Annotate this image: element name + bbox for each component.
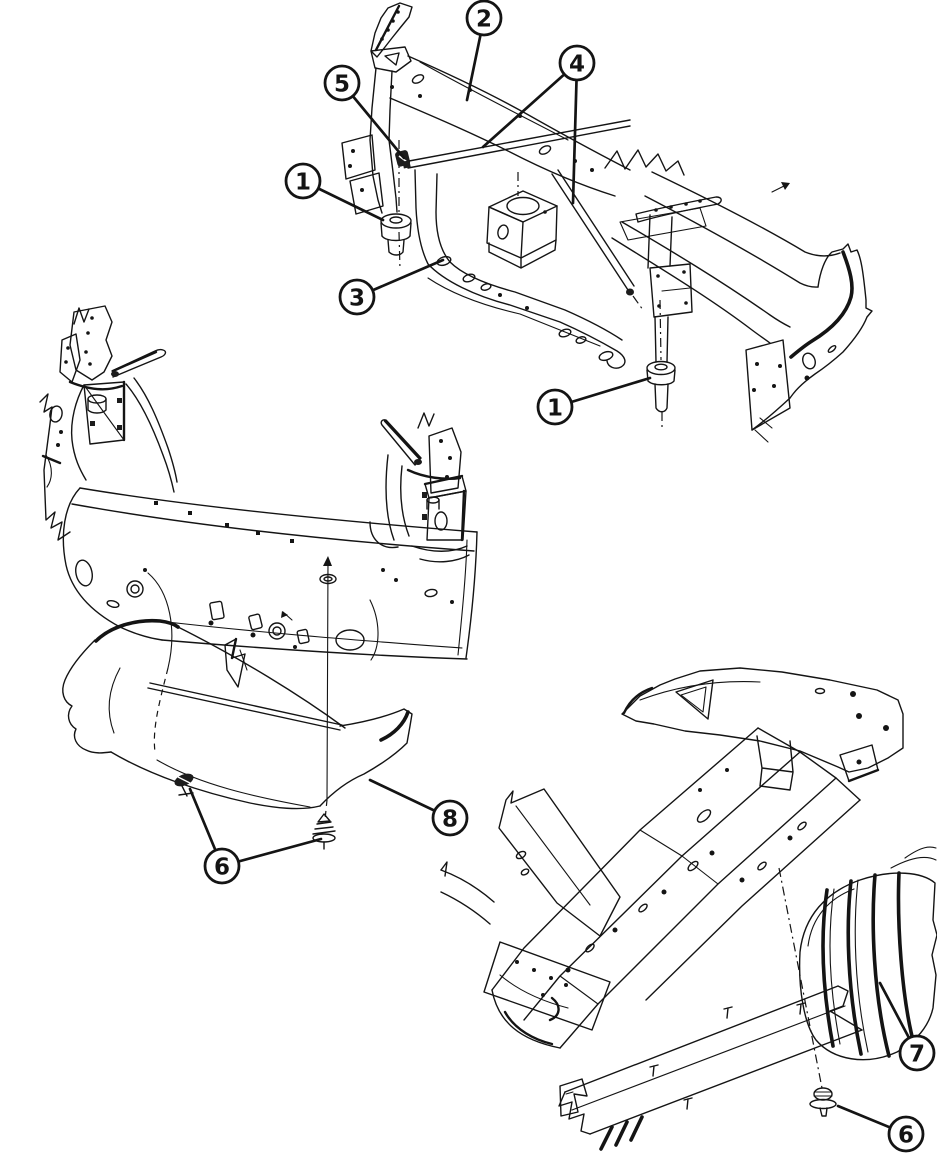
callout-6-left-circle bbox=[203, 847, 241, 885]
right-tower bbox=[369, 412, 470, 563]
callout-1-left-label: 1 bbox=[295, 169, 311, 195]
splash-shield bbox=[62, 572, 413, 810]
callout-7: 7 bbox=[878, 981, 936, 1072]
left-tower bbox=[59, 305, 178, 493]
callout-4-leader bbox=[481, 61, 579, 149]
callout-6-bottom-label: 6 bbox=[898, 1122, 914, 1148]
lower-rail bbox=[414, 169, 626, 369]
upper-radiator-support-assembly bbox=[341, 2, 873, 443]
frame-bracket bbox=[621, 667, 937, 869]
callout-3-label: 3 bbox=[349, 285, 365, 311]
push-pin-right bbox=[312, 813, 336, 850]
panel-clips bbox=[649, 1002, 806, 1110]
callout-2-circle bbox=[465, 0, 503, 37]
push-pin-bottom bbox=[778, 867, 837, 1117]
callout-8: 8 bbox=[368, 778, 469, 837]
callout-1-left-circle bbox=[284, 162, 322, 200]
callout-1-right-label: 1 bbox=[547, 395, 563, 421]
center-header-bracket bbox=[604, 149, 790, 241]
callout-8-label: 8 bbox=[442, 806, 458, 832]
center-mount-bracket bbox=[486, 172, 558, 269]
right-strut-rod bbox=[380, 419, 422, 466]
side-fragments bbox=[440, 788, 621, 1117]
center-pillar bbox=[647, 214, 693, 363]
upper-left-bracket bbox=[370, 2, 413, 73]
callout-4-label: 4 bbox=[569, 51, 585, 77]
callout-8-circle bbox=[431, 799, 469, 837]
left-body-fragment bbox=[39, 393, 71, 541]
callout-4: 4 bbox=[481, 44, 596, 205]
callout-7-circle bbox=[898, 1034, 936, 1072]
callout-4-leader bbox=[571, 61, 579, 205]
callout-3: 3 bbox=[338, 258, 445, 316]
callout-1-left: 1 bbox=[284, 162, 385, 222]
isolator-bushing-right bbox=[646, 360, 676, 430]
callout-6-left: 6 bbox=[188, 787, 323, 885]
callout-5-label: 5 bbox=[334, 71, 350, 97]
callout-3-circle bbox=[338, 278, 376, 316]
callout-layer: 2 4 5 1 3 1 6 8 7 6 bbox=[188, 0, 936, 1153]
callout-7-label: 7 bbox=[909, 1041, 925, 1067]
callout-6-left-label: 6 bbox=[214, 854, 230, 880]
right-rail-lines bbox=[611, 171, 841, 344]
support-strut-upper bbox=[402, 119, 631, 169]
callout-5: 5 bbox=[323, 64, 406, 160]
callout-5-circle bbox=[323, 64, 361, 102]
lower-crossmember-bottom-view bbox=[440, 667, 937, 1151]
right-frame-horn bbox=[745, 243, 873, 443]
callout-6-bottom: 6 bbox=[836, 1104, 925, 1153]
deflector-panel bbox=[558, 985, 863, 1151]
callout-6-bottom-circle bbox=[887, 1115, 925, 1153]
callout-2-label: 2 bbox=[476, 6, 492, 32]
isolator-bushing-left bbox=[380, 213, 412, 256]
lower-crossmember-front-view bbox=[39, 305, 478, 821]
left-strut-rod bbox=[111, 348, 167, 378]
support-strut-lower bbox=[551, 169, 644, 311]
left-pillar bbox=[341, 67, 401, 271]
crossmember-beam bbox=[62, 487, 478, 661]
fastener-drop-line bbox=[323, 556, 332, 821]
callout-1-right: 1 bbox=[536, 376, 652, 426]
channel-crossmember bbox=[491, 727, 861, 1049]
callout-4-circle bbox=[558, 44, 596, 82]
skid-plate bbox=[798, 871, 937, 1061]
callout-1-right-circle bbox=[536, 388, 574, 426]
callout-2: 2 bbox=[465, 0, 503, 102]
